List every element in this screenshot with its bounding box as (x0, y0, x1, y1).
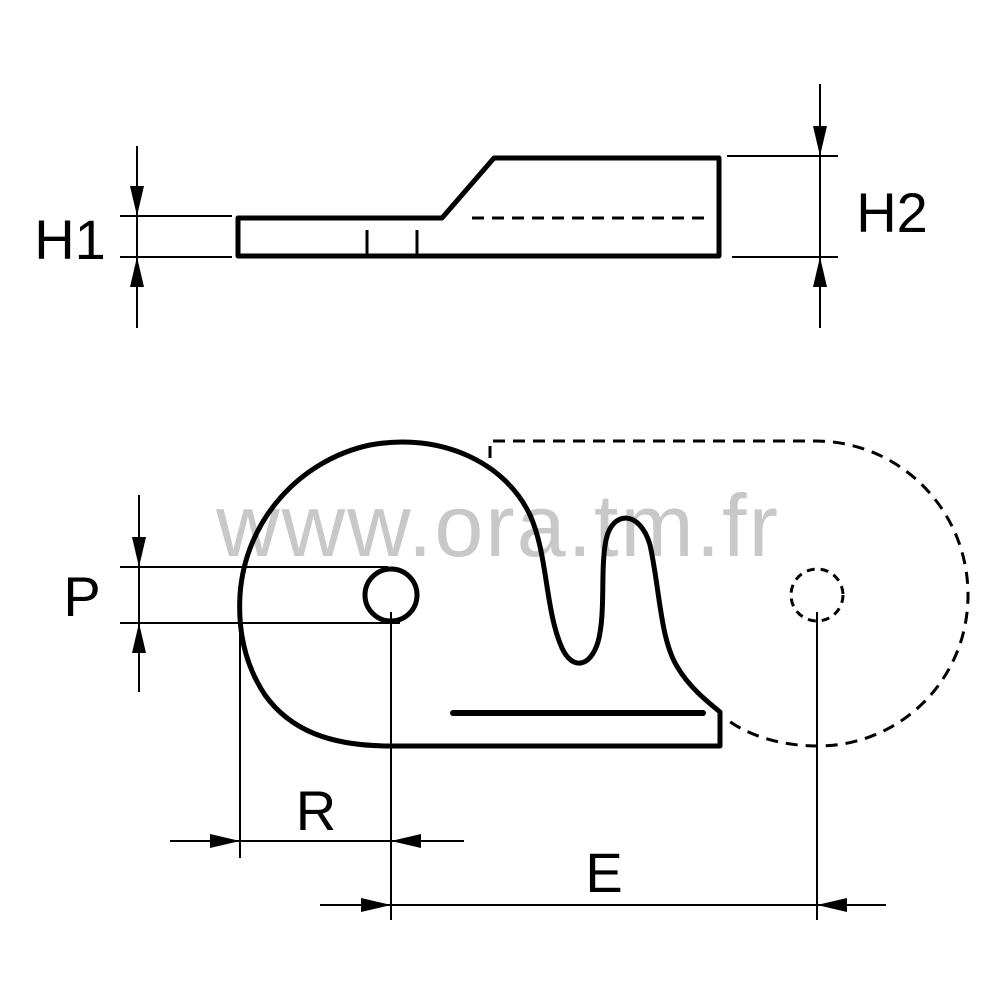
h2-arrow-top (813, 126, 827, 156)
h1-dimension: H1 (34, 146, 232, 328)
watermark-text: www.ora.tm.fr (215, 476, 780, 575)
p-arrow-bottom (132, 623, 146, 653)
h1-label: H1 (34, 208, 106, 271)
e-arrow-right (817, 898, 847, 912)
e-label: E (585, 841, 622, 904)
side-view (235, 155, 722, 259)
r-dimension: R (170, 612, 464, 920)
p-arrow-top (132, 537, 146, 567)
r-label: R (296, 779, 336, 842)
h2-dimension: H2 (727, 84, 928, 328)
h1-arrow-bottom (130, 257, 144, 287)
p-dimension: P (63, 495, 400, 692)
r-arrow-right (391, 834, 421, 848)
side-view-outline (235, 155, 722, 259)
phantom-outline (488, 439, 970, 748)
h2-label: H2 (856, 181, 928, 244)
r-arrow-left (210, 834, 240, 848)
phantom-hole (789, 567, 845, 623)
top-view-outline (237, 439, 723, 749)
p-label: P (63, 565, 100, 628)
h2-arrow-bottom (813, 257, 827, 287)
e-dimension: E (320, 612, 886, 920)
e-arrow-left (361, 898, 391, 912)
h1-arrow-top (130, 186, 144, 216)
